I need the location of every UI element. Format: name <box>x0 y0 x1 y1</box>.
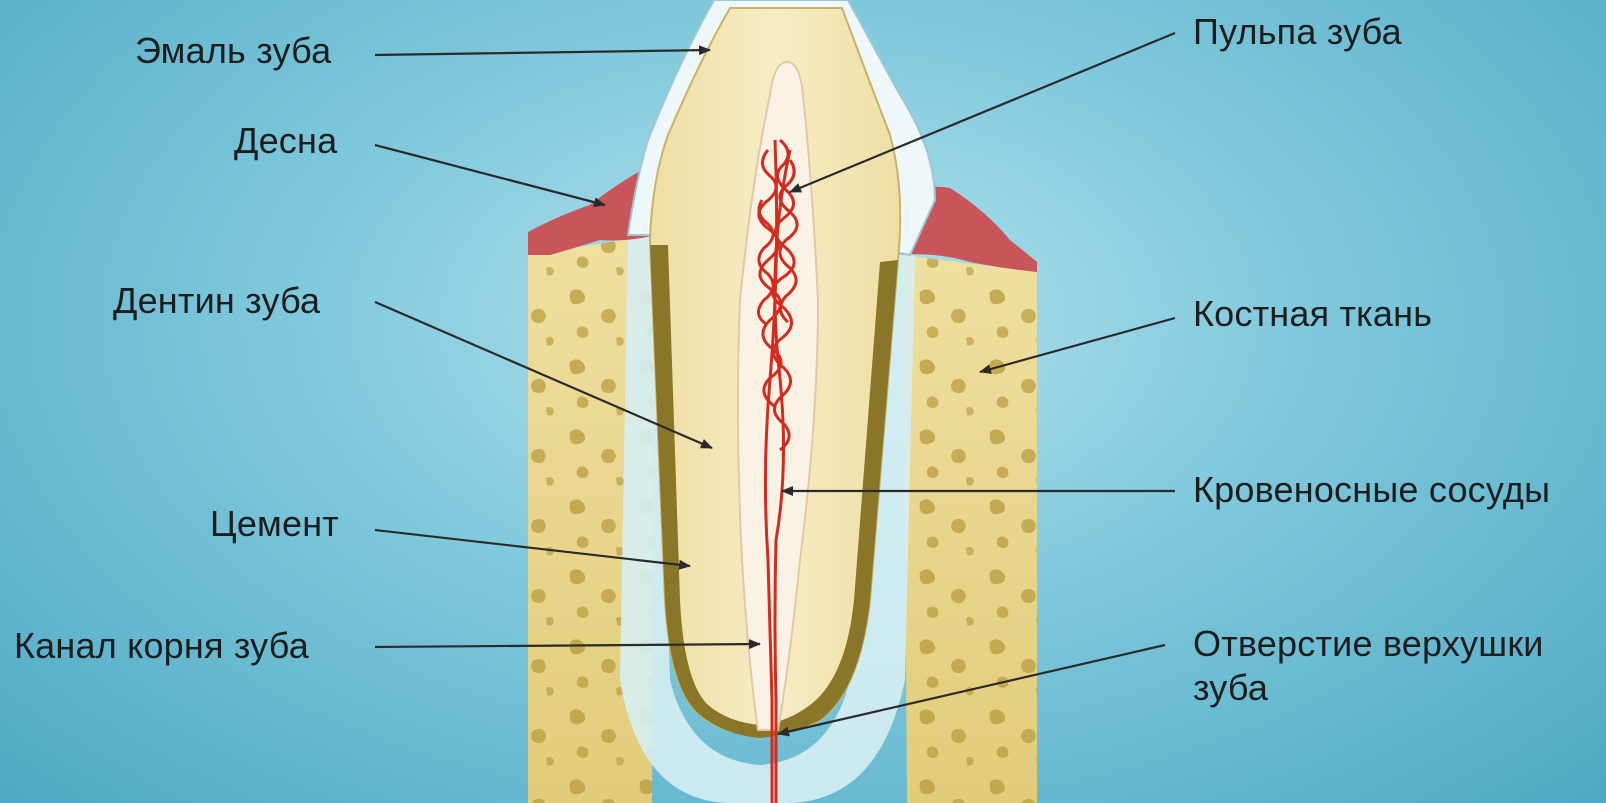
label-pulp: Пульпа зуба <box>1193 10 1402 54</box>
label-dentin: Дентин зуба <box>113 279 320 323</box>
label-root-canal: Канал корня зуба <box>14 624 309 668</box>
bone-right <box>903 255 1037 803</box>
label-apex-line2: зуба <box>1193 666 1268 710</box>
pointer-enamel <box>375 50 710 55</box>
label-cement: Цемент <box>210 502 339 546</box>
label-vessels: Кровеносные сосуды <box>1193 468 1550 512</box>
pointer-gum <box>375 145 605 205</box>
label-gum: Десна <box>234 119 337 163</box>
label-bone: Костная ткань <box>1193 292 1432 336</box>
label-enamel: Эмаль зуба <box>135 29 331 73</box>
label-apex-line1: Отверстие верхушки <box>1193 622 1544 666</box>
